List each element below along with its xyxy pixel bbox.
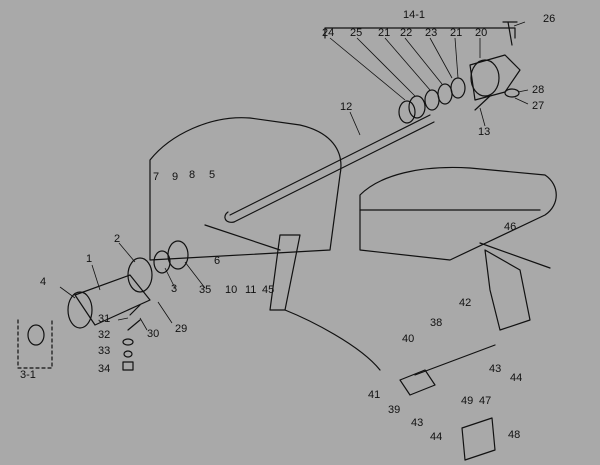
label-13: 13	[478, 126, 490, 138]
labels: 14-1 24 25 21 22 23 21 20 26 28 27 13 12…	[20, 9, 555, 443]
nut-34	[122, 361, 134, 371]
label-12: 12	[340, 101, 352, 113]
spring-31	[127, 304, 141, 331]
label-10: 10	[225, 284, 237, 296]
label-26: 26	[543, 13, 555, 25]
clevis-40	[399, 369, 436, 396]
rod-6	[204, 224, 281, 251]
label-23: 23	[425, 27, 437, 39]
washer-32	[122, 338, 134, 346]
label-3-1: 3-1	[20, 369, 36, 381]
label-28: 28	[532, 84, 544, 96]
label-29: 29	[175, 323, 187, 335]
leader-lines	[59, 21, 529, 331]
label-21: 21	[378, 27, 390, 39]
label-5: 5	[209, 169, 215, 181]
label-1: 1	[86, 253, 92, 265]
label-43: 43	[489, 363, 501, 375]
inset-coupling-20	[469, 54, 521, 101]
label-21b: 21	[450, 27, 462, 39]
inset-ring-21	[424, 89, 440, 111]
inset-washer-28	[504, 88, 520, 98]
label-32: 32	[98, 329, 110, 341]
label-39: 39	[388, 404, 400, 416]
label-6: 6	[214, 255, 220, 267]
plate-46	[479, 242, 551, 269]
label-25: 25	[350, 27, 362, 39]
label-4: 4	[40, 276, 46, 288]
bearing-4	[67, 291, 93, 329]
washer-33	[123, 350, 133, 358]
lever-45	[269, 234, 301, 311]
label-30: 30	[147, 328, 159, 340]
inset-bracket	[324, 27, 516, 39]
label-3: 3	[171, 283, 177, 295]
ring-2	[127, 257, 153, 293]
ring-3	[153, 250, 171, 274]
label-41: 41	[368, 389, 380, 401]
label-11: 11	[245, 284, 256, 296]
label-47: 47	[479, 395, 491, 407]
label-24: 24	[322, 27, 334, 39]
rod-38	[414, 344, 496, 376]
label-22: 22	[400, 27, 412, 39]
label-14-1: 14-1	[403, 9, 425, 21]
housing-outline-left	[149, 117, 342, 261]
label-49: 49	[461, 395, 473, 407]
label-35: 35	[199, 284, 211, 296]
label-2: 2	[114, 233, 120, 245]
label-8: 8	[189, 169, 195, 181]
label-9: 9	[172, 171, 178, 183]
shaft-end	[224, 211, 235, 223]
label-40: 40	[402, 333, 414, 345]
inset-ring-21b	[450, 77, 466, 99]
inset-bolt-26	[502, 21, 518, 46]
label-44: 44	[510, 372, 522, 384]
label-33: 33	[98, 345, 110, 357]
label-42: 42	[459, 297, 471, 309]
label-45: 45	[262, 284, 274, 296]
label-48: 48	[508, 429, 520, 441]
inset-pin-13	[474, 95, 491, 111]
housing-1	[74, 274, 151, 326]
label-46: 46	[504, 221, 516, 233]
block-48	[461, 417, 496, 461]
housing-outline-right	[359, 166, 557, 261]
label-38: 38	[430, 317, 442, 329]
shaft-12	[229, 114, 435, 223]
label-31: 31	[98, 313, 110, 325]
label-27: 27	[532, 100, 544, 112]
inset-ring-22	[437, 83, 453, 105]
inset-ring-24	[398, 100, 416, 124]
bracket-46	[484, 249, 531, 331]
inset-ring-25	[408, 95, 426, 119]
washer-3-1	[27, 324, 45, 346]
cable	[284, 309, 381, 371]
label-7: 7	[153, 171, 159, 183]
inset-coupling-bore	[470, 59, 500, 97]
group-3-1-box	[17, 319, 53, 369]
label-34: 34	[98, 363, 110, 375]
label-44b: 44	[430, 431, 442, 443]
ring-35	[167, 240, 189, 270]
label-20: 20	[475, 27, 487, 39]
label-43b: 43	[411, 417, 423, 429]
